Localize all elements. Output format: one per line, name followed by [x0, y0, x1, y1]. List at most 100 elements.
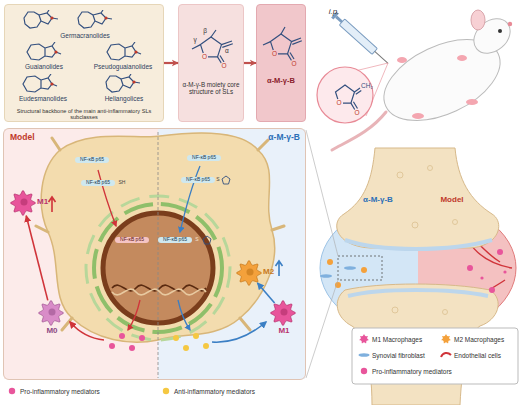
core-structure: [292, 38, 302, 44]
backbone-structure: [107, 42, 141, 60]
cell-outline: [236, 260, 262, 286]
synovial-cell: [36, 133, 284, 342]
atom-symbol: O: [336, 99, 343, 106]
zoom-leader: [306, 130, 338, 256]
route-label: i.p.: [325, 7, 343, 16]
legend-swatch: [440, 334, 452, 344]
legend-swatch: [441, 334, 450, 343]
mediators: [183, 345, 189, 351]
mediators: [193, 333, 199, 339]
legend-text: Anti-inflammatory mediators: [174, 388, 255, 395]
subclass-name: Germacranolides: [41, 32, 129, 39]
cell-label: M0: [42, 327, 62, 336]
pathway-arrow: [178, 300, 190, 330]
sulfur-label: S: [215, 177, 221, 183]
legend-item: Endothelial cells: [440, 350, 501, 360]
atom-symbol: O: [271, 50, 278, 57]
legend-symbol: [359, 353, 370, 357]
cell-nucleus: [49, 309, 56, 316]
zoom-circle: [317, 67, 373, 123]
legend-swatch: [160, 386, 172, 396]
cell-label: M1: [37, 198, 53, 207]
cell-nucleus: [247, 269, 254, 276]
protein-label: NF-κB p65: [158, 237, 192, 243]
panel-caption: Structural backbone of the main anti-inf…: [7, 108, 161, 121]
cell-membrane: [237, 261, 262, 286]
connector-arrow: [26, 216, 48, 301]
split-line: [158, 132, 159, 378]
zoom-leader: [338, 256, 382, 280]
legend-swatch: [359, 334, 368, 343]
legend-swatch: [163, 388, 169, 394]
atom-position: γ: [191, 36, 199, 43]
joint-cells: [480, 276, 483, 279]
mediators: [139, 335, 145, 341]
bone: [443, 310, 448, 315]
core-structure: [355, 88, 362, 94]
backbone-structure: [27, 42, 61, 60]
atom-symbol: O: [291, 60, 298, 67]
region-label: Model: [435, 195, 469, 204]
joint-cells: [327, 259, 333, 265]
trend-arrow: [276, 261, 283, 276]
mouse-illustration: [466, 99, 478, 105]
legend-symbol: [441, 353, 451, 357]
pathway-arrow: [70, 322, 104, 340]
legend-symbol: [440, 350, 452, 360]
trend-arrow: [49, 197, 56, 212]
pathway-arrow: [212, 322, 266, 342]
mechanism-panel: Modelα-M-γ-BM1M0M2M1: [3, 128, 306, 380]
syringe: [331, 12, 391, 67]
atom-symbol: O: [201, 53, 208, 60]
bound-lactone: [203, 236, 211, 244]
mediators: [203, 343, 209, 349]
legend-item: M1 Macrophages: [358, 334, 422, 344]
compound-name: α-M-γ-B: [257, 77, 305, 85]
legend-item: Anti-inflammatory mediators: [160, 386, 255, 396]
backbone-structure: [106, 74, 140, 92]
legend-swatch: [358, 334, 370, 344]
pathway-arrow: [180, 166, 200, 232]
legend-text: M2 Macrophages: [454, 336, 504, 343]
synovial-cell: [36, 138, 284, 330]
joint-cells: [489, 287, 495, 293]
legend-box: [352, 328, 518, 384]
connector-arrow: [244, 62, 256, 64]
joint-cells: [503, 270, 506, 273]
joint-cells: [344, 266, 356, 270]
mouse-illustration: [412, 113, 424, 119]
backbone-structure: [24, 10, 58, 28]
cell-outline: [38, 300, 64, 326]
bone: [345, 240, 492, 249]
protein-label: NF-κB p65: [187, 155, 221, 161]
legend-box: [352, 328, 518, 384]
bone: [453, 220, 458, 225]
legend-swatch: [361, 368, 367, 374]
joint-cells: [320, 274, 332, 278]
mediators: [173, 335, 179, 341]
cell-outline: [10, 190, 36, 216]
zoom-circle: [317, 63, 388, 123]
core-structure: [222, 41, 233, 47]
atom-position: α: [223, 47, 231, 54]
backbone-structure: [23, 74, 57, 92]
subclass-panel: GermacranolidesGuaianolidesPseudoguaiano…: [4, 4, 164, 122]
legend-text: Pro-inflammatory mediators: [372, 368, 452, 375]
syringe: [375, 51, 388, 63]
nucleus: [112, 289, 206, 295]
joint-cells: [320, 249, 507, 293]
mouse-illustration: [508, 22, 512, 26]
split-line: [158, 132, 159, 378]
box-caption: α-M-γ-B moiety core structure of SLs: [181, 81, 241, 95]
legend-swatch: [6, 386, 18, 396]
cell-label: M2: [263, 268, 279, 277]
core-structure-box: α-M-γ-B moiety core structure of SLs: [178, 4, 244, 122]
backbone-structure: [23, 10, 141, 92]
macrophage-cell: M2: [236, 260, 262, 286]
subclass-name: Guaianolides: [9, 63, 79, 70]
compound-box: α-M-γ-B: [256, 4, 306, 122]
bone: [397, 172, 403, 178]
legend-text: Pro-inflammatory mediators: [20, 388, 100, 395]
